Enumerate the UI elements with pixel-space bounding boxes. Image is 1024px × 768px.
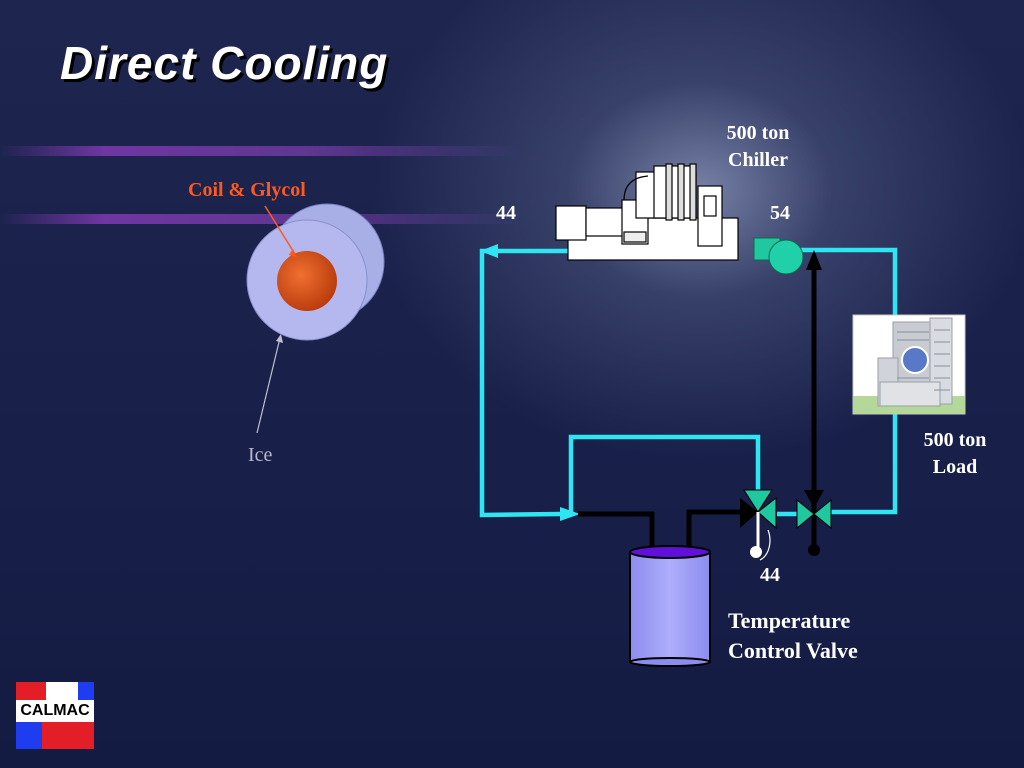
- glycol-pipes: [479, 247, 898, 518]
- logo-text: CALMAC: [16, 700, 94, 722]
- load-label-line2: Load: [932, 456, 978, 478]
- load-label: 500 ton Load: [910, 427, 1000, 481]
- background-streak-upper: [0, 146, 520, 156]
- tank-pipes: [578, 262, 817, 548]
- bypass-valve: [796, 490, 832, 530]
- calmac-logo: CALMAC: [16, 682, 94, 749]
- chiller-unit: [555, 163, 739, 261]
- ice-coil-cylinder: [246, 203, 385, 341]
- chiller-label-line2: Chiller: [728, 149, 788, 171]
- valve-label-line1: Temperature: [728, 608, 851, 633]
- chiller-label: 500 ton Chiller: [712, 120, 804, 174]
- load-building: [852, 314, 966, 415]
- load-label-line1: 500 ton: [923, 429, 987, 451]
- chiller-inlet-temp: 54: [770, 202, 790, 224]
- ice-label: Ice: [248, 444, 273, 466]
- chiller-outlet-temp: 44: [496, 202, 516, 224]
- ice-pointer: [256, 337, 281, 434]
- flow-arrow-right: [560, 507, 580, 521]
- page-title: Direct Cooling: [60, 37, 389, 89]
- valve-label-line2: Control Valve: [728, 638, 858, 663]
- temperature-control-valve: [740, 489, 777, 558]
- flow-arrow-up: [806, 250, 822, 270]
- coil-pointer: [264, 205, 296, 255]
- ice-storage-tank: [629, 545, 711, 667]
- glycol-coil: [277, 251, 337, 311]
- chiller-label-line1: 500 ton: [726, 122, 790, 144]
- coil-glycol-label: Coil & Glycol: [188, 179, 306, 201]
- valve-label: Temperature Control Valve: [728, 606, 858, 666]
- pump: [753, 237, 804, 275]
- background-streak-lower: [0, 214, 520, 224]
- valve-outlet-temp: 44: [760, 564, 780, 586]
- flow-arrow-left: [480, 244, 498, 258]
